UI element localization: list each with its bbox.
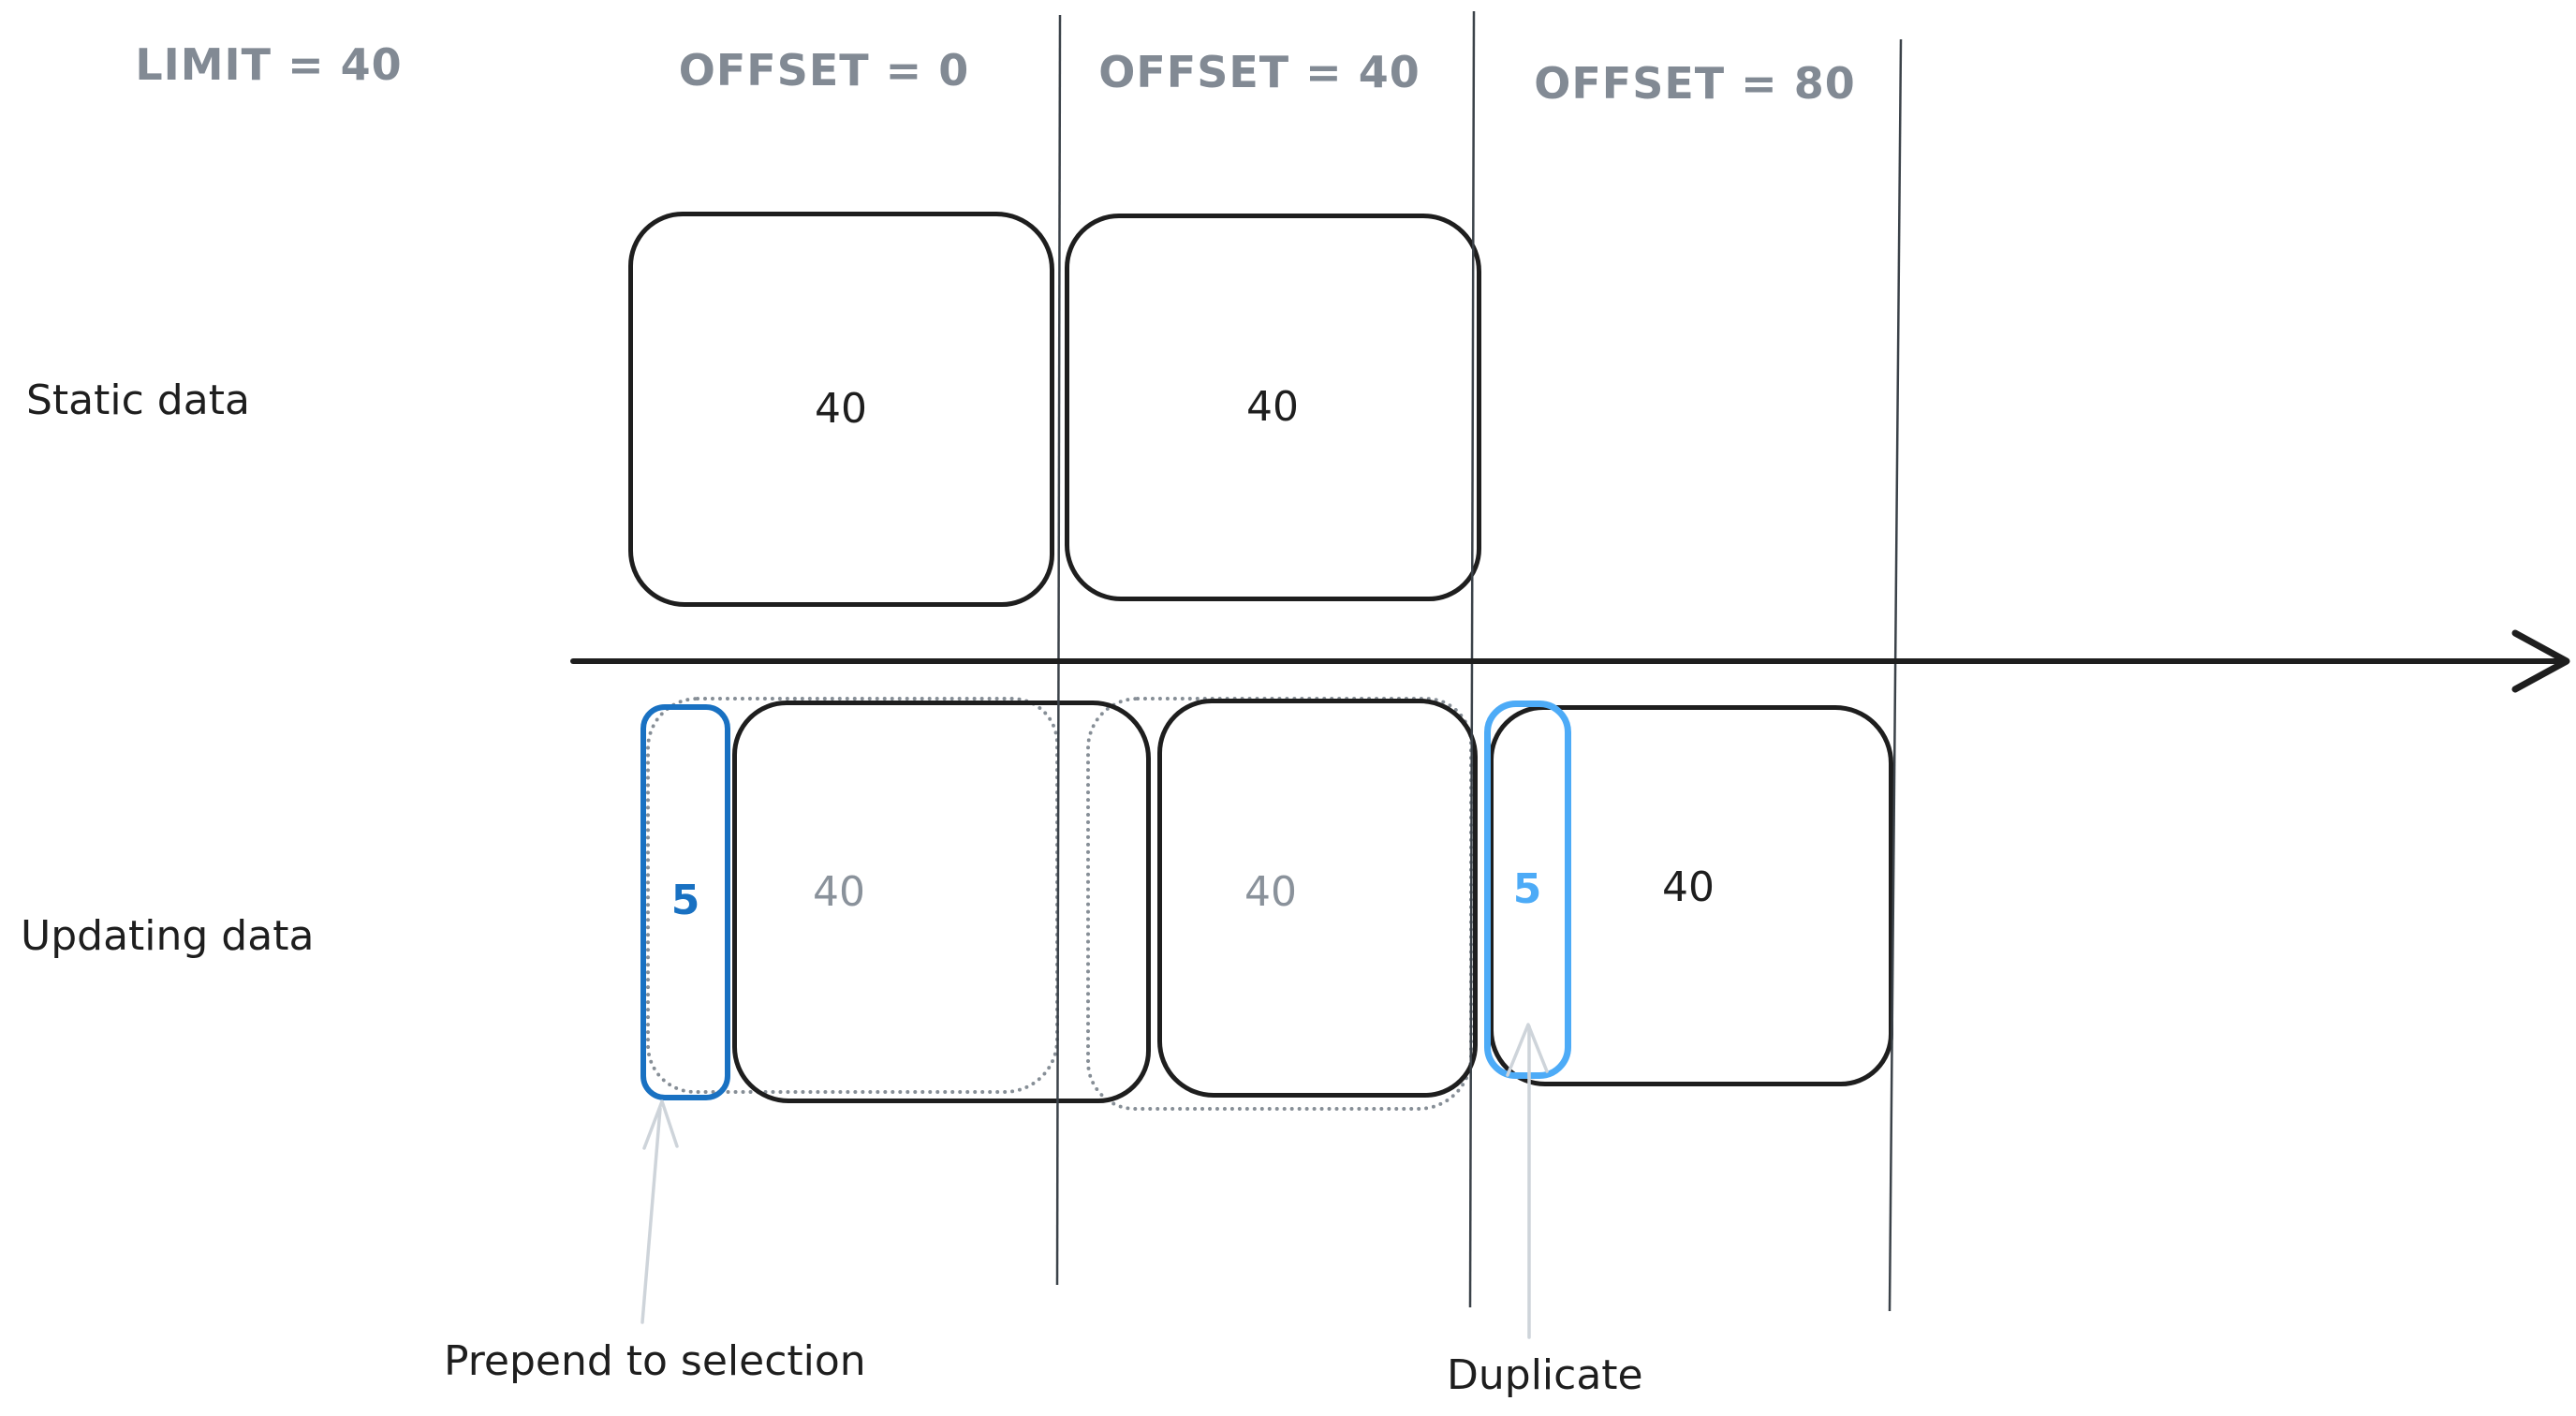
- column-divider-line-3: [1888, 38, 1903, 1312]
- column-header-limit: LIMIT = 40: [135, 39, 403, 90]
- static-box-1: [628, 212, 1054, 607]
- column-header-offset-80: OFFSET = 80: [1534, 58, 1856, 109]
- updating-box-1: [732, 701, 1151, 1103]
- prepend-annotation-arrow-shaft: [640, 1107, 662, 1324]
- timeline-arrowhead-icon: [2511, 629, 2570, 693]
- column-header-offset-0: OFFSET = 0: [678, 45, 970, 96]
- static-box-2: [1065, 214, 1481, 601]
- updating-box-2-value: 40: [1244, 868, 1297, 916]
- updating-box-1-value: 40: [813, 868, 865, 916]
- column-divider-line-2: [1468, 10, 1476, 1308]
- prepend-annotation-arrowhead-icon: [642, 1099, 679, 1150]
- prepended-items-value: 5: [670, 877, 700, 924]
- static-data-label: Static data: [26, 376, 250, 424]
- duplicate-annotation-label: Duplicate: [1447, 1351, 1643, 1399]
- column-header-offset-40: OFFSET = 40: [1098, 47, 1420, 97]
- static-box-2-value: 40: [1246, 383, 1299, 431]
- updating-data-label: Updating data: [21, 912, 315, 960]
- updating-box-3-value: 40: [1662, 863, 1715, 911]
- duplicated-items-value: 5: [1512, 865, 1542, 913]
- prepended-items-box: [640, 704, 730, 1100]
- prepend-annotation-label: Prepend to selection: [444, 1337, 866, 1385]
- static-box-1-value: 40: [815, 385, 867, 433]
- updating-box-2: [1157, 699, 1478, 1098]
